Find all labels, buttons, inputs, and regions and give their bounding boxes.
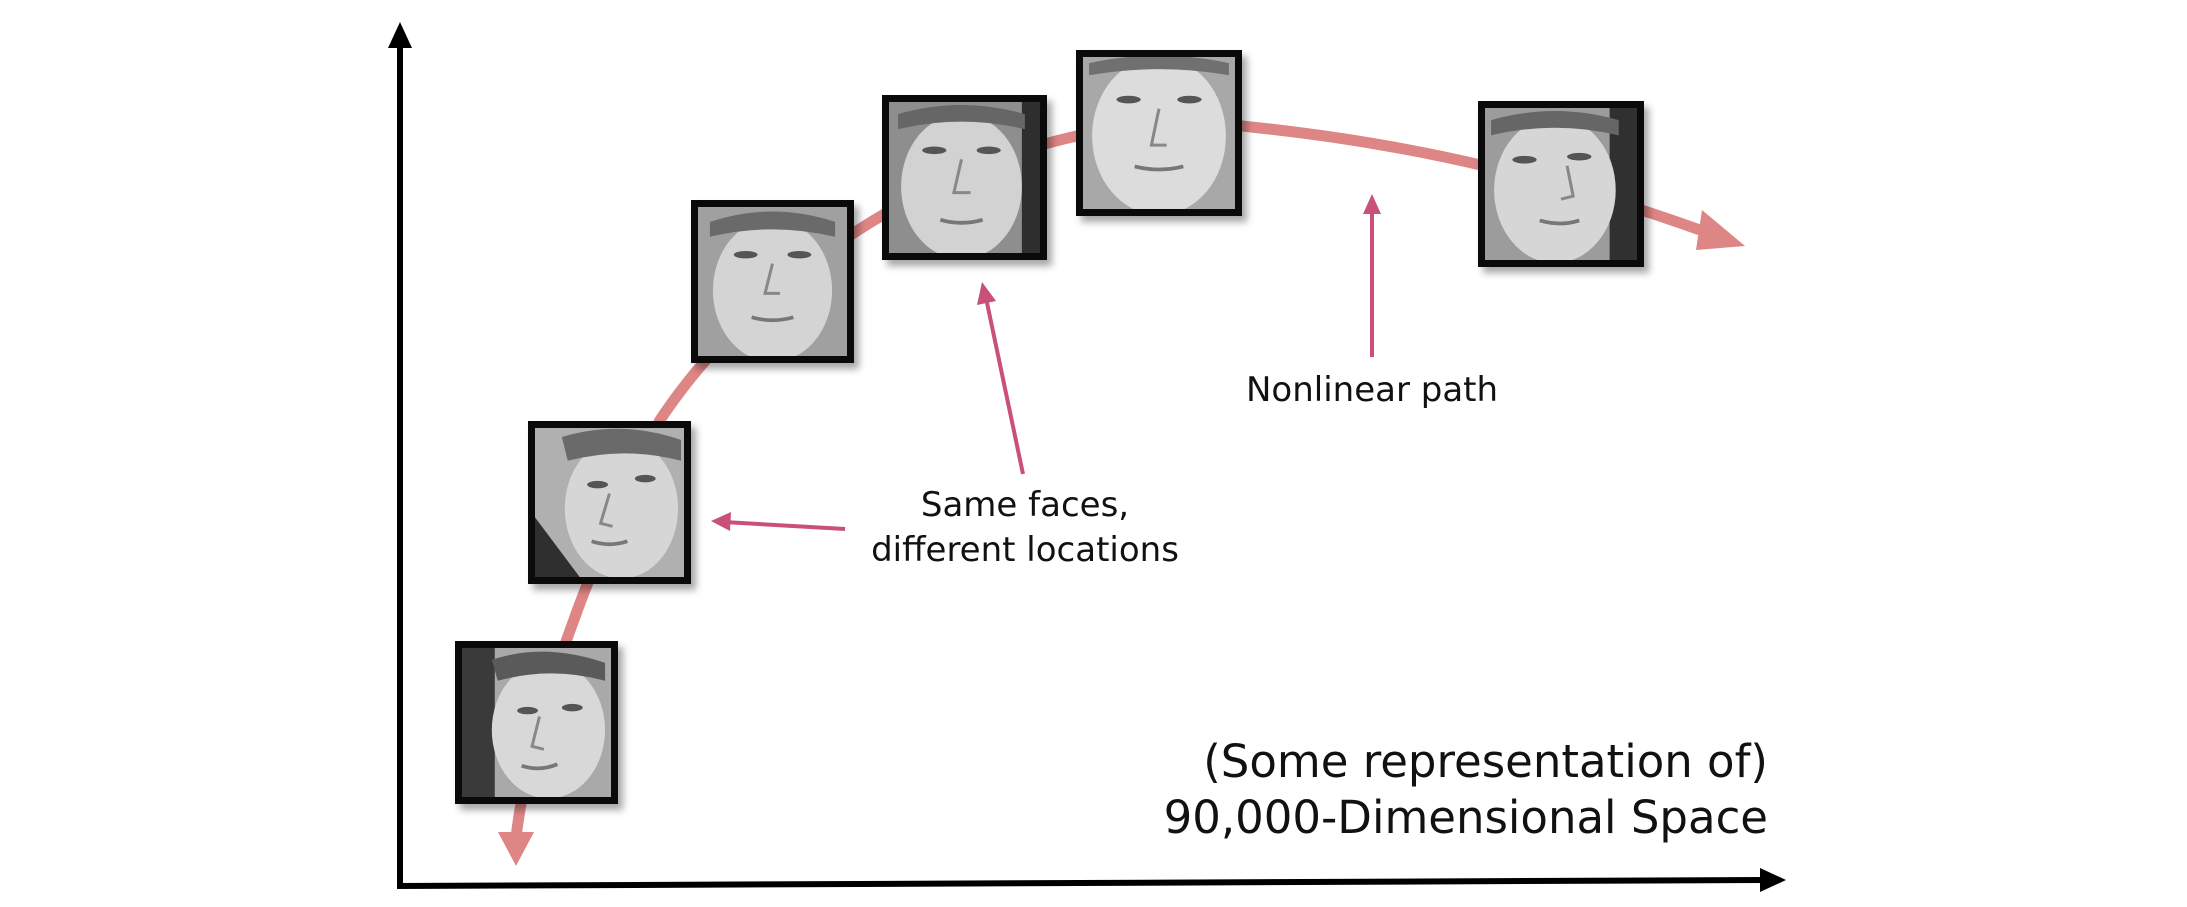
face-image-5 xyxy=(1076,50,1242,216)
callout-arrow-to-face-4 xyxy=(984,297,1025,475)
path-arrowhead-start xyxy=(498,832,534,866)
face-drawing-6 xyxy=(1485,108,1637,260)
face-image-1 xyxy=(455,641,618,804)
space-label-line-1: (Some representation of) xyxy=(1203,735,1768,788)
face-drawing-3 xyxy=(698,207,847,356)
same-faces-line-2: different locations xyxy=(871,530,1179,570)
face-drawing-1 xyxy=(462,648,611,797)
face-drawing-2 xyxy=(535,428,684,577)
space-label: (Some representation of) 90,000-Dimensio… xyxy=(1060,734,1768,846)
y-axis-arrowhead xyxy=(388,22,412,48)
face-image-6 xyxy=(1478,101,1644,267)
same-faces-line-1: Same faces, xyxy=(920,485,1130,525)
callout-arrowhead-face-2 xyxy=(711,512,731,531)
face-image-4 xyxy=(882,95,1047,260)
x-axis xyxy=(396,877,1763,889)
face-drawing-5 xyxy=(1083,57,1235,209)
face-drawing-4 xyxy=(889,102,1040,253)
path-arrowhead-end xyxy=(1696,210,1745,250)
face-image-2 xyxy=(528,421,691,584)
callout-arrows xyxy=(711,194,1381,531)
callout-arrowhead-face-4 xyxy=(977,282,996,305)
callout-arrow-to-face-2 xyxy=(723,520,846,531)
x-axis-arrowhead xyxy=(1760,868,1786,892)
nonlinear-path-text: Nonlinear path xyxy=(1245,370,1499,410)
same-faces-label: Same faces, different locations xyxy=(840,483,1210,573)
nonlinear-path-label: Nonlinear path xyxy=(1222,368,1522,413)
space-label-line-2: 90,000-Dimensional Space xyxy=(1163,791,1768,844)
axes xyxy=(388,22,1786,892)
face-image-3 xyxy=(691,200,854,363)
callout-arrowhead-nonlinear xyxy=(1363,194,1381,214)
